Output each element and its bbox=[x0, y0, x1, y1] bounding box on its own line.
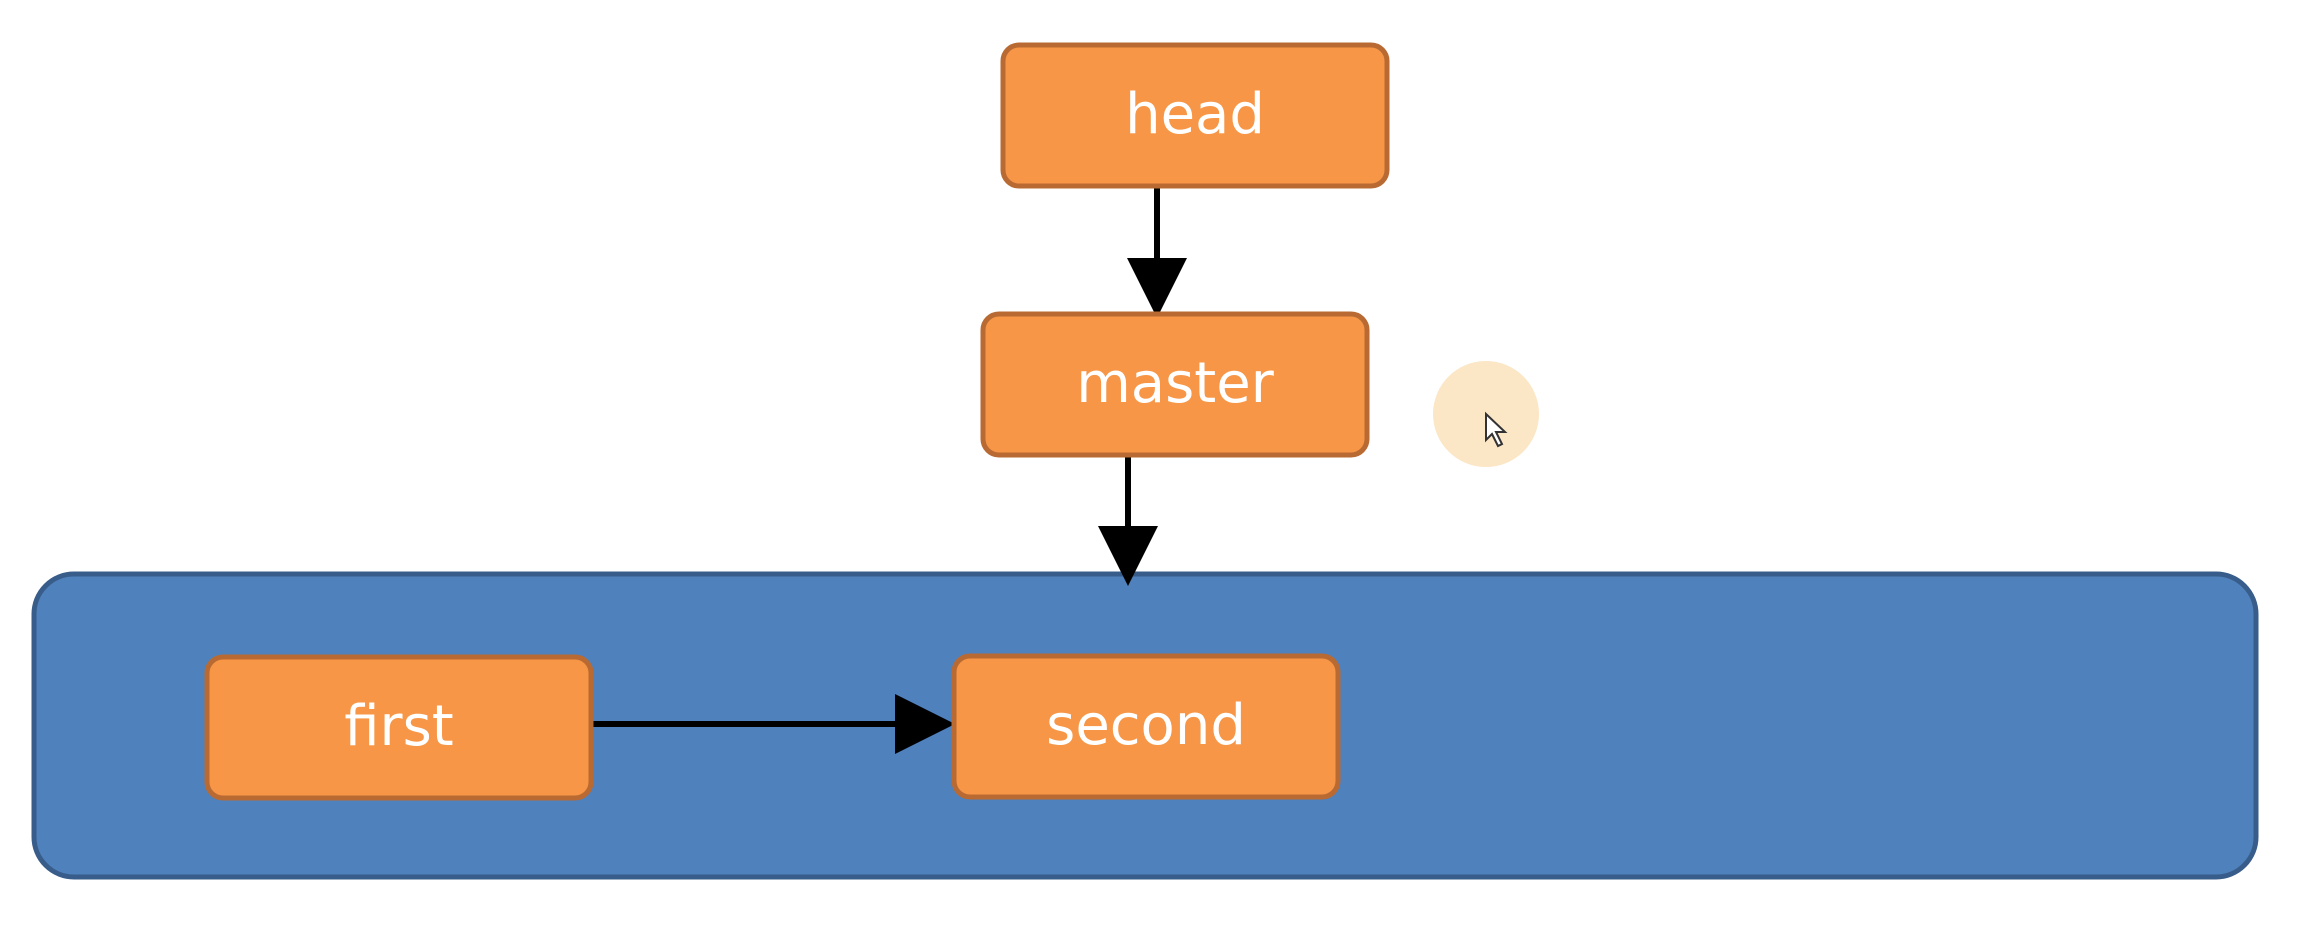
node-head: head bbox=[1000, 42, 1390, 189]
node-head-label: head bbox=[1125, 82, 1265, 147]
cursor-icon bbox=[1485, 411, 1508, 448]
node-master: master bbox=[980, 311, 1370, 458]
node-first: first bbox=[204, 654, 594, 801]
node-second: second bbox=[951, 653, 1341, 800]
cursor-indicator bbox=[1433, 361, 1539, 467]
node-first-label: first bbox=[344, 694, 453, 759]
node-second-label: second bbox=[1046, 693, 1246, 758]
node-master-label: master bbox=[1076, 351, 1274, 416]
